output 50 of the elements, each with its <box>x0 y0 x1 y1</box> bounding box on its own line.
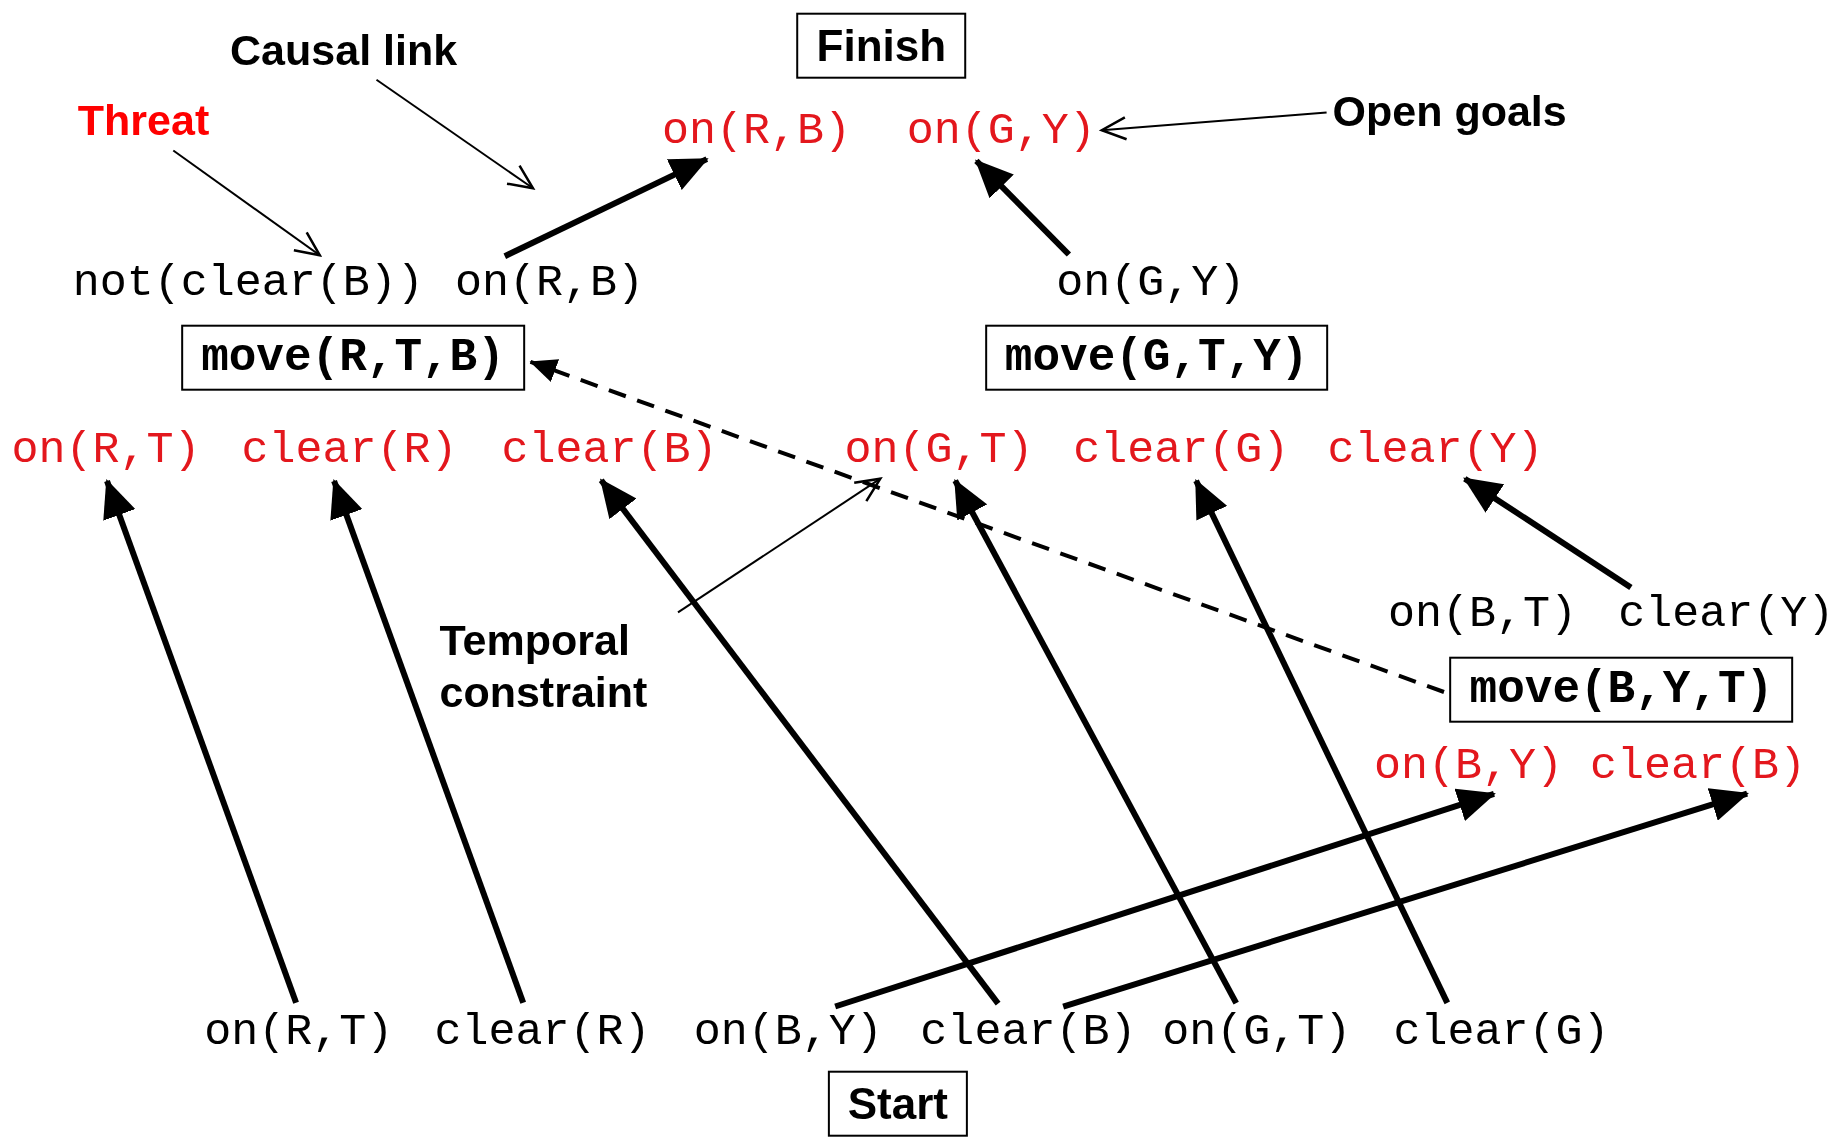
precondition-text: on(G,Y) <box>906 107 1096 157</box>
action-label: move(G,T,Y) <box>1004 331 1309 384</box>
action-box <box>984 324 1329 391</box>
effect-text: clear(G) <box>1393 1008 1610 1058</box>
state-label: Finish <box>816 20 947 70</box>
precondition-text: clear(G) <box>1073 425 1290 476</box>
effect-text: clear(B) <box>920 1008 1137 1058</box>
effect-text: on(G,Y) <box>1056 258 1246 309</box>
causal-link-arrow <box>1463 476 1633 590</box>
precondition-text: clear(Y) <box>1327 425 1544 476</box>
precondition-text: on(G,T) <box>844 425 1034 476</box>
causal-link-arrow <box>834 788 1496 1010</box>
action-label: move(R,T,B) <box>201 331 505 384</box>
effect-text: on(R,T) <box>204 1008 394 1058</box>
effect-text: clear(R) <box>434 1008 651 1058</box>
precondition-text: on(R,T) <box>11 425 201 476</box>
precondition-text: on(B,Y) <box>1373 742 1563 792</box>
causal-link-arrow <box>1062 788 1749 1010</box>
ordering-arrow <box>529 359 1445 694</box>
leader-line <box>1100 111 1328 141</box>
effect-text: on(B,T) <box>1388 590 1578 641</box>
precondition-text: clear(B) <box>1589 742 1806 792</box>
annotation-text: Open goals <box>1332 86 1567 138</box>
leader-line <box>375 78 535 190</box>
leader-line <box>677 477 882 614</box>
effect-text: on(G,T) <box>1162 1008 1352 1058</box>
annotation-text: Threat <box>77 95 210 147</box>
leader-line <box>172 149 322 257</box>
annotation-text: Causal link <box>230 24 458 77</box>
causal-link-arrow <box>503 156 709 259</box>
action-box <box>1449 656 1794 723</box>
effect-text: not(clear(B)) <box>72 258 424 309</box>
causal-link-arrow <box>103 479 299 1004</box>
effect-text: on(B,Y) <box>693 1008 883 1058</box>
causal-link-arrow <box>952 478 1239 1005</box>
goal-state-box <box>796 12 967 80</box>
annotation-text: Temporal constraint <box>439 615 681 719</box>
precondition-text: on(R,B) <box>662 107 852 157</box>
initial-state-box <box>827 1070 968 1137</box>
effect-text: clear(Y) <box>1618 590 1835 641</box>
action-label: move(B,Y,T) <box>1469 663 1774 716</box>
precondition-text: clear(B) <box>501 425 718 476</box>
action-box <box>181 324 525 391</box>
state-label: Start <box>847 1078 948 1128</box>
causal-link-arrow <box>598 478 1001 1006</box>
causal-link-arrow <box>330 479 527 1004</box>
causal-link-arrow <box>1193 479 1450 1005</box>
causal-link-arrow <box>974 158 1072 257</box>
precondition-text: clear(R) <box>241 425 458 476</box>
effect-text: on(R,B) <box>454 258 644 309</box>
